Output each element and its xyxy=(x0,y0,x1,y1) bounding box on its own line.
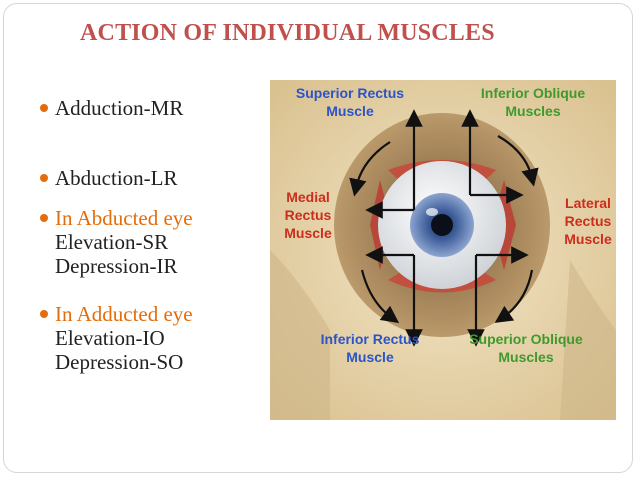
bullet-subline: Elevation-SR xyxy=(55,230,169,254)
bullet-heading: In Abducted eye xyxy=(55,206,193,230)
bullet-subline: Elevation-IO xyxy=(55,326,165,350)
pupil xyxy=(431,214,453,236)
bullet-dot-icon xyxy=(40,174,48,182)
bullet-text: Abduction-LR xyxy=(55,166,178,190)
bullet-abducted-eye: In Abducted eye Elevation-SR Depression-… xyxy=(40,206,193,278)
slide-title: ACTION OF INDIVIDUAL MUSCLES xyxy=(80,20,495,46)
direction-arrows xyxy=(349,109,539,347)
figure-labels: Superior Rectus Muscle Inferior Oblique … xyxy=(284,85,612,365)
label-medial-rectus-2: Rectus xyxy=(285,207,332,223)
bone-shading xyxy=(270,250,330,420)
label-superior-rectus-2: Muscle xyxy=(326,103,374,119)
bullet-text: Adduction-MR xyxy=(55,96,184,120)
label-lateral-rectus-3: Muscle xyxy=(564,231,612,247)
bullet-abduction: Abduction-LR xyxy=(40,166,177,190)
eye-muscle-svg: Superior Rectus Muscle Inferior Oblique … xyxy=(270,80,616,420)
label-inferior-rectus-2: Muscle xyxy=(346,349,394,365)
bone-shading xyxy=(560,260,616,420)
label-inferior-rectus-1: Inferior Rectus xyxy=(321,331,420,347)
label-lateral-rectus-2: Rectus xyxy=(565,213,612,229)
bullet-subline: Depression-IR xyxy=(55,254,178,278)
bullet-adduction: Adduction-MR xyxy=(40,96,183,120)
bullet-heading: In Adducted eye xyxy=(55,302,193,326)
label-lateral-rectus-1: Lateral xyxy=(565,195,611,211)
label-superior-oblique-1: Superior Oblique xyxy=(469,331,583,347)
bullet-adducted-eye: In Adducted eye Elevation-IO Depression-… xyxy=(40,302,193,374)
eye-muscle-diagram: Superior Rectus Muscle Inferior Oblique … xyxy=(270,80,616,420)
label-medial-rectus-3: Muscle xyxy=(284,225,332,241)
label-inferior-oblique-2: Muscles xyxy=(505,103,560,119)
label-superior-oblique-2: Muscles xyxy=(498,349,553,365)
bullet-dot-icon xyxy=(40,310,48,318)
bullet-dot-icon xyxy=(40,104,48,112)
bullet-subline: Depression-SO xyxy=(55,350,184,374)
label-inferior-oblique-1: Inferior Oblique xyxy=(481,85,585,101)
bullet-dot-icon xyxy=(40,214,48,222)
eye-highlight xyxy=(426,208,438,216)
label-superior-rectus-1: Superior Rectus xyxy=(296,85,404,101)
label-medial-rectus-1: Medial xyxy=(286,189,330,205)
slide-frame xyxy=(3,3,633,473)
